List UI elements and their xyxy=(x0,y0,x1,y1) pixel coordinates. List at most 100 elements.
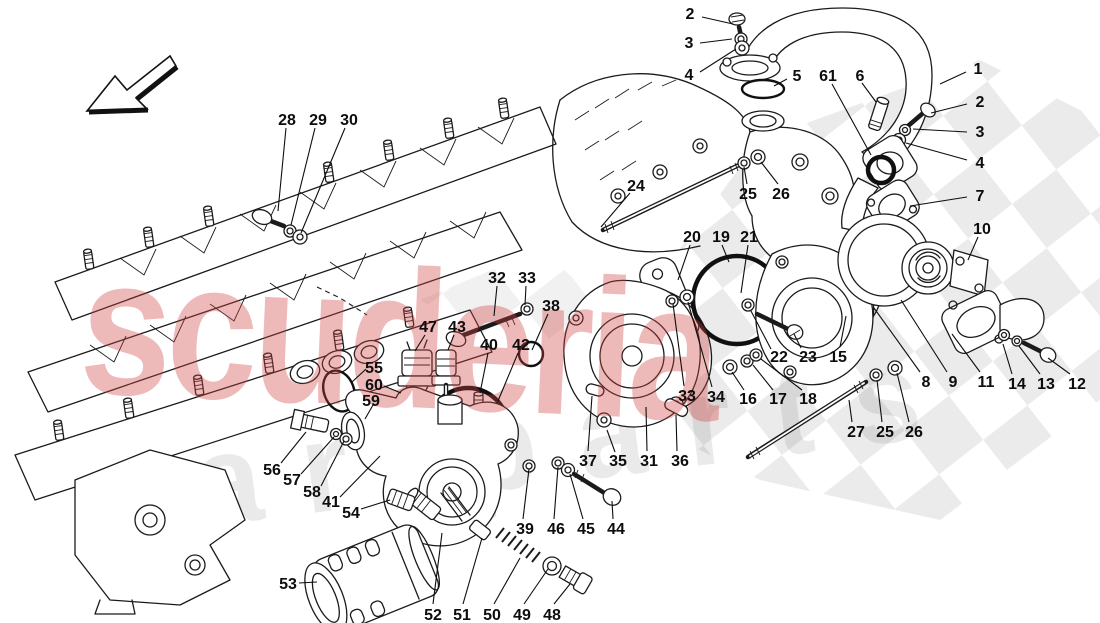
callout-leader-2 xyxy=(930,103,968,114)
callout-leader-24 xyxy=(600,192,631,228)
fitting-56 xyxy=(289,408,353,446)
plug-54 xyxy=(386,488,416,512)
line-art xyxy=(14,7,1057,623)
callout-leader-46 xyxy=(553,466,559,520)
spring-50 xyxy=(495,527,541,563)
callout-50: 50 xyxy=(483,607,501,623)
callout-3: 3 xyxy=(685,35,694,52)
callout-47: 47 xyxy=(419,319,437,336)
callout-leader-21 xyxy=(740,244,749,294)
callout-53: 53 xyxy=(279,576,297,593)
cam-cover-lower xyxy=(14,286,493,501)
callout-57: 57 xyxy=(283,472,301,489)
callout-leader-6 xyxy=(861,82,877,103)
callout-38: 38 xyxy=(542,298,560,315)
bolt-44 xyxy=(551,456,622,506)
callout-55: 55 xyxy=(365,360,383,377)
callout-39: 39 xyxy=(516,521,534,538)
callout-29: 29 xyxy=(309,112,327,129)
callout-leader-10 xyxy=(967,236,979,261)
callout-52: 52 xyxy=(424,607,442,623)
callout-48: 48 xyxy=(543,607,561,623)
callout-leader-49 xyxy=(523,568,549,605)
callout-12: 12 xyxy=(1068,376,1086,393)
callout-leader-17 xyxy=(752,364,774,391)
head-ports xyxy=(289,339,385,385)
callout-33: 33 xyxy=(678,388,696,405)
callout-leader-12 xyxy=(1047,357,1071,375)
callout-35: 35 xyxy=(609,453,627,470)
callout-40: 40 xyxy=(480,337,498,354)
callout-leader-3 xyxy=(699,38,733,44)
callout-leader-5 xyxy=(773,78,788,87)
callout-31: 31 xyxy=(640,453,658,470)
callout-18: 18 xyxy=(799,391,817,408)
valve-51 xyxy=(468,519,492,541)
callout-leader-11 xyxy=(951,333,981,373)
callout-23: 23 xyxy=(799,349,817,366)
callout-leader-32 xyxy=(493,285,498,317)
direction-arrow-icon xyxy=(85,54,179,115)
callout-25: 25 xyxy=(876,424,894,441)
o-ring-61 xyxy=(865,154,897,186)
callout-leader-37 xyxy=(587,395,593,452)
callout-leader-35 xyxy=(606,429,616,453)
callout-58: 58 xyxy=(303,484,321,501)
callout-34: 34 xyxy=(707,389,725,406)
callout-46: 46 xyxy=(547,521,565,538)
o-ring-55 xyxy=(321,369,357,413)
dowel-pins-36-37 xyxy=(585,383,689,417)
callout-37: 37 xyxy=(579,453,597,470)
callout-2: 2 xyxy=(976,94,985,111)
callout-leader-59 xyxy=(364,404,374,420)
callout-leader-55 xyxy=(351,368,367,383)
callout-leader-18 xyxy=(760,358,803,391)
o-ring-38 xyxy=(517,340,545,368)
callout-17: 17 xyxy=(769,391,787,408)
bolt-12-washers-13-14 xyxy=(997,328,1057,363)
stud-27 xyxy=(745,360,903,460)
callout-15: 15 xyxy=(829,349,847,366)
callout-leader-29 xyxy=(290,127,316,226)
callout-leader-58 xyxy=(320,440,345,487)
drain-tube-52 xyxy=(440,486,471,522)
callout-21: 21 xyxy=(740,229,758,246)
callout-leader-13 xyxy=(1018,345,1041,375)
callout-59: 59 xyxy=(362,393,380,410)
callout-leader-27 xyxy=(848,399,853,423)
callout-leader-30 xyxy=(300,127,346,234)
callout-leader-61 xyxy=(831,83,872,156)
callout-45: 45 xyxy=(577,521,595,538)
callout-leader-20 xyxy=(677,244,691,281)
callout-leader-38 xyxy=(531,313,549,351)
callout-leader-26 xyxy=(760,161,779,185)
plug-48 xyxy=(558,565,593,595)
callout-leader-47 xyxy=(414,334,426,352)
callout-leader-36 xyxy=(675,414,678,452)
callout-leader-4 xyxy=(699,48,737,73)
callout-leader-15 xyxy=(839,315,847,348)
stud-24 xyxy=(600,149,766,234)
watermark-brand-text: scuderia xyxy=(76,215,727,463)
callout-5: 5 xyxy=(793,68,802,85)
callout-6: 6 xyxy=(856,68,865,85)
callout-36: 36 xyxy=(671,453,689,470)
callout-32: 32 xyxy=(488,270,506,287)
thermostat-8-9 xyxy=(901,241,955,295)
callout-leader-14 xyxy=(1002,343,1013,375)
o-ring-5 xyxy=(740,78,786,100)
callout-leader-3 xyxy=(912,128,968,133)
callout-leader-19 xyxy=(721,244,730,263)
callout-1: 1 xyxy=(974,61,983,78)
callout-leader-4 xyxy=(905,142,968,161)
callout-22: 22 xyxy=(770,349,788,366)
callout-30: 30 xyxy=(340,112,358,129)
callout-leader-25 xyxy=(743,166,748,185)
cam-cover-upper xyxy=(54,96,557,321)
callout-leader-25 xyxy=(876,379,883,423)
callout-leader-57 xyxy=(300,436,335,475)
callout-leader-8 xyxy=(873,307,921,373)
callout-7: 7 xyxy=(976,188,985,205)
